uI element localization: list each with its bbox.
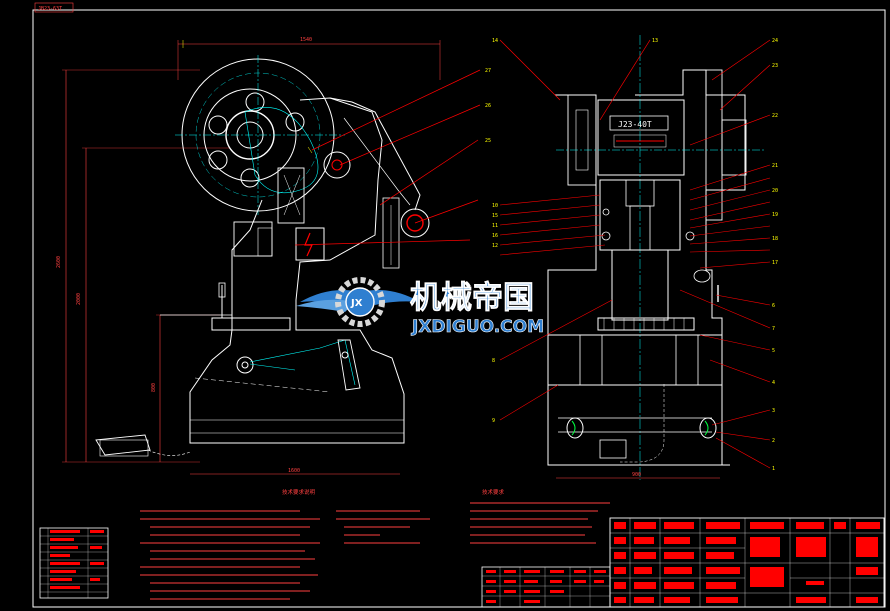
callout-25: 25 (485, 138, 491, 144)
callout-5: 5 (772, 348, 775, 354)
callout-1: 1 (772, 466, 775, 472)
watermark-badge: JX (350, 298, 363, 309)
callout-22: 22 (772, 113, 778, 119)
side-view: 1540 2600 2000 800 1600 (56, 37, 491, 475)
dim-table-height: 800 (151, 383, 157, 392)
ram-block (277, 167, 305, 224)
sheet-border (32, 9, 886, 608)
callout-21: 21 (772, 163, 778, 169)
callout-13: 13 (652, 38, 658, 44)
parts-list-left (39, 527, 109, 599)
callout-26: 26 (485, 103, 491, 109)
callout-17: 17 (772, 260, 778, 266)
callout-27: 27 (485, 68, 491, 74)
technical-notes-right: 技术要求 (470, 488, 610, 544)
callout-15: 15 (492, 213, 498, 219)
sheet-tag: JB23-63T (38, 6, 62, 12)
dim-side-width: 1540 (300, 37, 312, 43)
watermark-wing-right (360, 289, 420, 305)
nameplate: J23-40T (618, 120, 652, 129)
callout-11: 11 (492, 223, 498, 229)
watermark-en: JXDIGUO.COM (411, 317, 544, 337)
callout-8: 8 (492, 358, 495, 364)
front-frame (547, 69, 746, 466)
technical-notes-left: 技术要求说明 (140, 488, 430, 600)
dim-frame-height: 2000 (76, 293, 82, 305)
front-view: J23-40T (492, 35, 778, 480)
title-block (481, 517, 885, 608)
nameplate-box (609, 115, 669, 131)
motor (400, 208, 430, 238)
slide (611, 249, 669, 321)
foot-pedal (95, 434, 151, 456)
callout-4: 4 (772, 380, 775, 386)
callout-2: 2 (772, 438, 775, 444)
callout-14: 14 (492, 38, 498, 44)
callout-10: 10 (492, 203, 498, 209)
watermark: JX 机械帝国 JXDIGUO.COM (296, 277, 544, 337)
leader-27 (311, 69, 481, 151)
callout-6: 6 (772, 303, 775, 309)
crank-hub (331, 159, 343, 171)
callout-19: 19 (772, 212, 778, 218)
sheet-tag-box (34, 2, 74, 13)
dim-side-base: 1600 (288, 468, 300, 474)
callout-9: 9 (492, 418, 495, 424)
bed (547, 334, 723, 386)
notes-heading-right: 技术要求 (482, 488, 505, 496)
dim-overall-height: 2600 (56, 256, 62, 268)
watermark-cn: 机械帝国 (410, 280, 534, 316)
callout-18: 18 (772, 236, 778, 242)
callout-20: 20 (772, 188, 778, 194)
bolster-plate (211, 317, 291, 331)
callout-7: 7 (772, 326, 775, 332)
watermark-gear-icon (335, 277, 385, 327)
notes-heading-left: 技术要求说明 (282, 488, 316, 496)
frame-body (189, 97, 405, 444)
callout-3: 3 (772, 408, 775, 414)
callout-24: 24 (772, 38, 778, 44)
callout-16: 16 (492, 233, 498, 239)
callout-23: 23 (772, 63, 778, 69)
dim-front-base: 900 (632, 472, 641, 478)
crown-housing (597, 99, 685, 176)
callout-12: 12 (492, 243, 498, 249)
